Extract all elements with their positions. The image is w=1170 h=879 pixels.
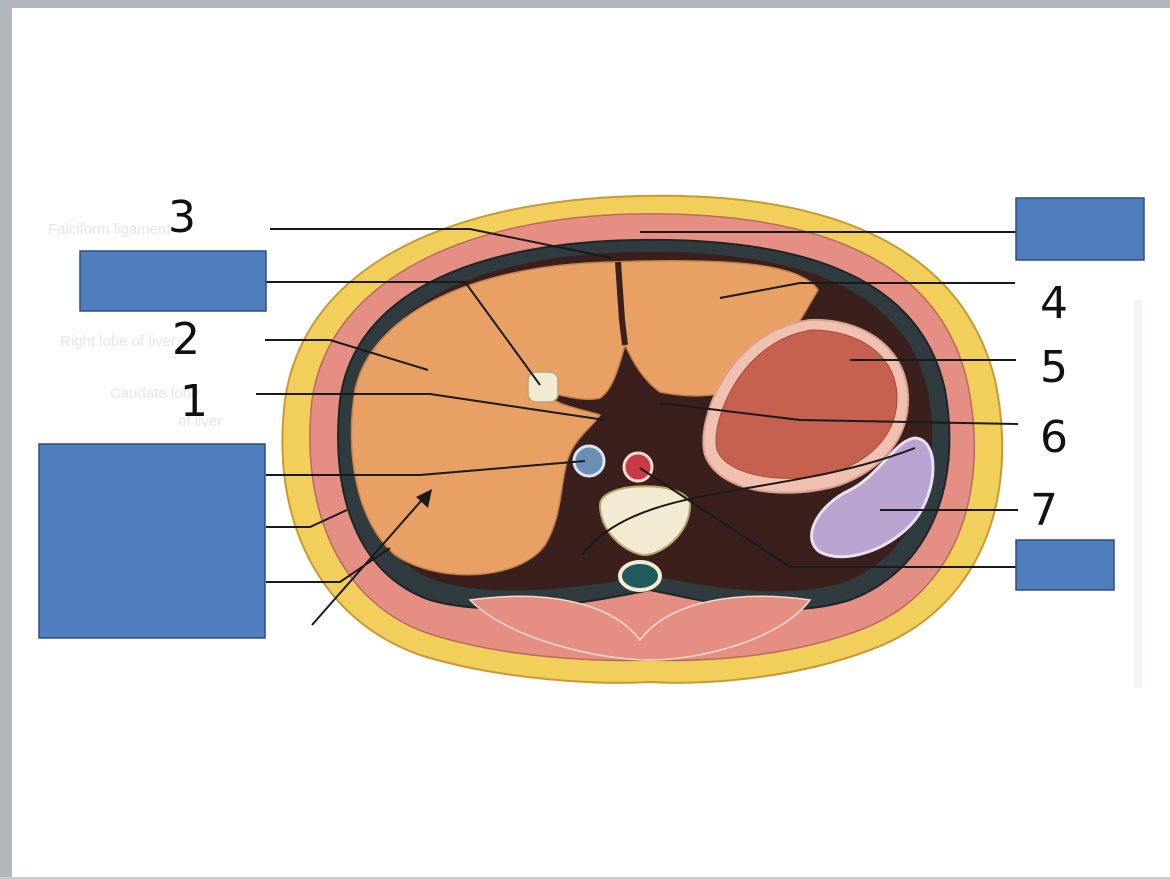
label-4: 4 (1040, 278, 1068, 329)
vertebral-body (598, 485, 692, 557)
leader-cover-right-bottom (639, 467, 1016, 568)
spinal-canal (618, 560, 662, 592)
label-2: 2 (172, 314, 200, 365)
label-5: 5 (1040, 342, 1068, 393)
fissure (615, 261, 628, 346)
back-muscles (468, 595, 812, 661)
answer-cover-box-bottom-right[interactable] (1015, 539, 1115, 591)
leader-3 (270, 228, 613, 259)
arrow-head (416, 489, 432, 508)
window-left-border (0, 0, 12, 879)
faint-label-left-2: Right lobe of liver (60, 333, 176, 350)
spleen (810, 436, 935, 559)
arrow-line (311, 492, 429, 626)
label-3: 3 (168, 192, 196, 243)
answer-cover-box-left[interactable] (38, 443, 266, 639)
window-top-border (0, 0, 1170, 8)
leader-2 (265, 339, 429, 371)
leader-6 (659, 402, 1019, 425)
leader-lines (256, 228, 1019, 626)
faint-label-left-1: Falciform ligament (48, 221, 171, 238)
faint-label-left-3: Caudate lobe (110, 385, 199, 402)
label-1: 1 (180, 376, 208, 427)
answer-cover-box-top-left[interactable] (79, 250, 267, 312)
slide-edge-strip (1134, 300, 1142, 688)
leader-cover-left-2 (266, 509, 348, 528)
leader-curve-black (581, 447, 916, 556)
body-cross-section (281, 194, 1004, 684)
answer-cover-box-top-right[interactable] (1015, 197, 1145, 261)
leader-4 (719, 282, 1015, 299)
portal-triad (527, 371, 559, 403)
leader-1 (256, 393, 606, 421)
faint-label-left-4: of liver (178, 413, 222, 430)
leader-cover-left-3 (266, 547, 391, 583)
window-bottom-border (0, 877, 1170, 879)
label-6: 6 (1040, 412, 1068, 463)
leader-ivc (266, 460, 586, 476)
label-7: 7 (1030, 485, 1058, 536)
leader-cover-top-left (266, 281, 541, 386)
aorta (622, 451, 654, 483)
